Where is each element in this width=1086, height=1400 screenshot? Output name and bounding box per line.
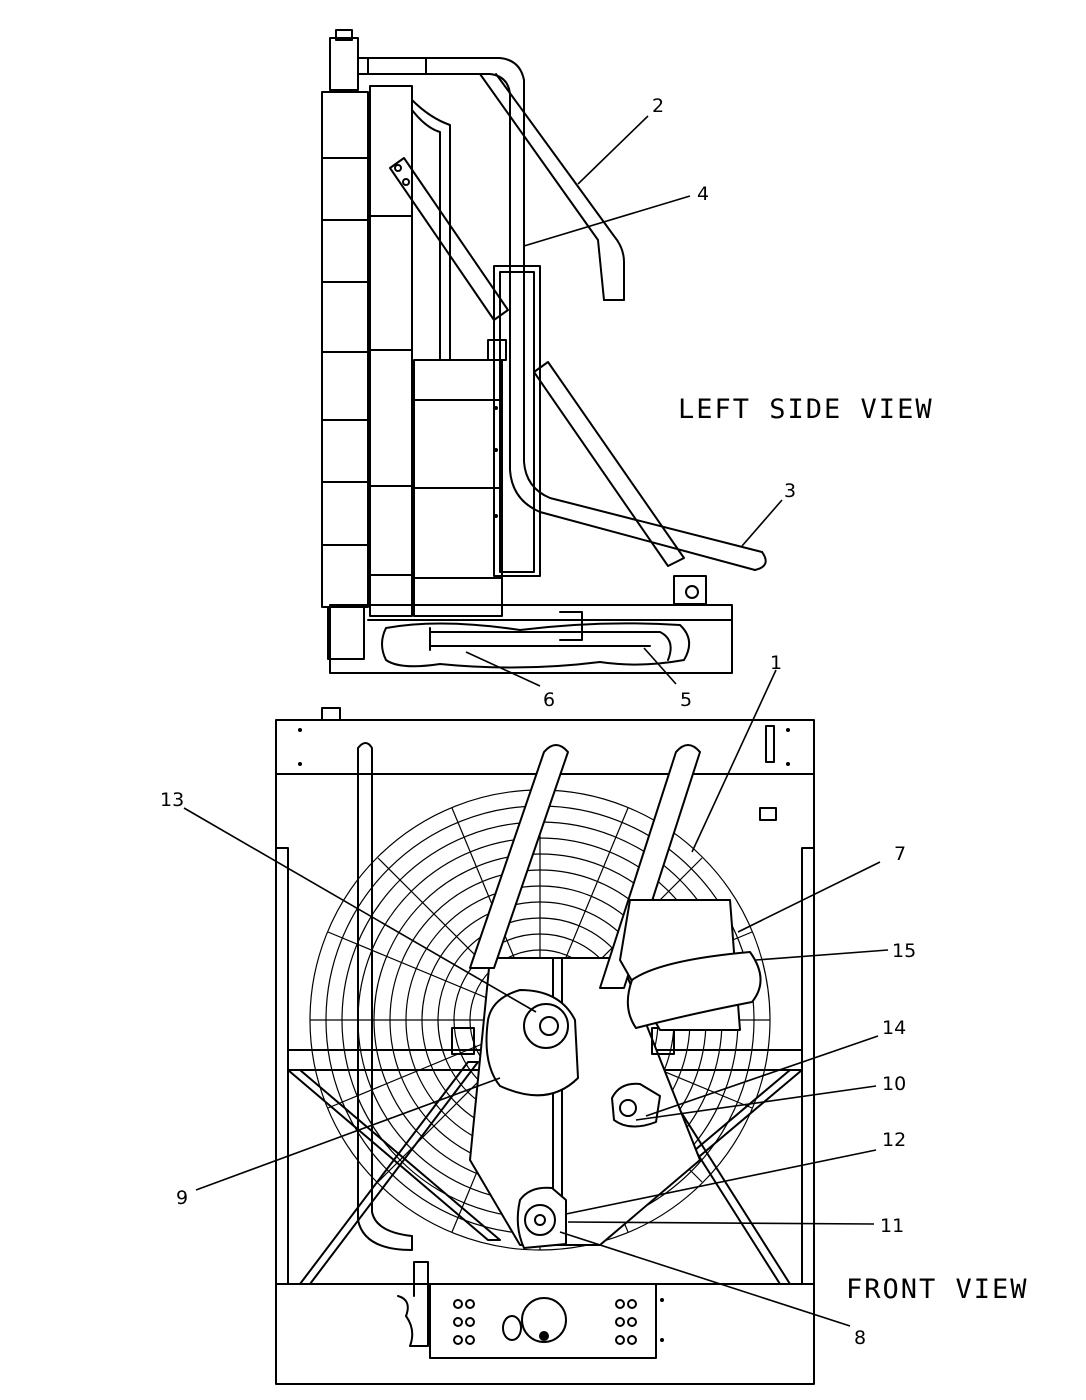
callout-10: 10: [882, 1073, 906, 1095]
fan-guard-box: [493, 265, 541, 577]
radiator-core: [321, 91, 369, 608]
base-frame: [329, 604, 733, 674]
callout-15: 15: [892, 940, 916, 962]
callout-11: 11: [880, 1215, 904, 1237]
pipe-3: [509, 419, 756, 571]
front-view-title: FRONT VIEW: [846, 1274, 1029, 1305]
bottom-tank: [327, 606, 365, 660]
left-upper-tube: [469, 744, 569, 969]
tube-15: [626, 951, 762, 1029]
callout-7: 7: [894, 843, 906, 865]
upper-brace: [389, 157, 509, 321]
callout-6: 6: [543, 689, 555, 711]
lower-brace: [533, 361, 685, 567]
front-filler-cap: [321, 707, 341, 721]
left-side-view-title: LEFT SIDE VIEW: [678, 394, 934, 425]
callout-4: 4: [697, 183, 709, 205]
callout-13: 13: [160, 789, 184, 811]
callout-8: 8: [854, 1327, 866, 1349]
left-side-view: [321, 29, 767, 674]
lift-bracket: [673, 575, 707, 605]
tube-2: [479, 73, 605, 301]
leader-lines: [183, 115, 889, 1327]
top-pipe-outline: [357, 57, 525, 421]
callout-14: 14: [882, 1017, 906, 1039]
callout-12: 12: [882, 1129, 906, 1151]
callout-2: 2: [652, 95, 664, 117]
left-vertical-pipe: [357, 742, 413, 1251]
front-view: [275, 707, 815, 1385]
radiator-cap: [335, 29, 353, 41]
callout-5: 5: [680, 689, 692, 711]
shroud-edge: [411, 99, 451, 361]
callout-labels: 2 4 3 5 6 1 7 15 14 10 12 11 8 13 9: [160, 95, 916, 1349]
lower-panel: [429, 1283, 657, 1359]
callout-9: 9: [176, 1187, 188, 1209]
filler-neck: [329, 37, 359, 91]
drain-port: [521, 1297, 567, 1343]
callout-1: 1: [770, 652, 782, 674]
callout-3: 3: [784, 480, 796, 502]
